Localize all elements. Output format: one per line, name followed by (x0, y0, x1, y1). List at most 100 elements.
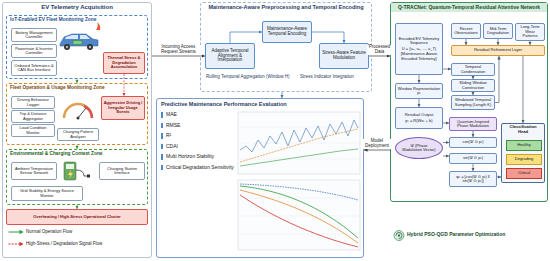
node-title: Recent Observations (454, 27, 479, 36)
class-box: Critical (506, 168, 542, 179)
node-title: Ambient Temperature Sensor Network (14, 167, 55, 176)
node-text: CDAI (161, 144, 234, 150)
process-box: Battery Management Controller (11, 28, 57, 42)
process-box: Residual Refinement Layer (451, 45, 545, 56)
optimizer-icon (394, 231, 404, 241)
node-title: Long-Term Wear Patterns (518, 25, 543, 38)
node-title: Windowed Temporal Sampling (Length K) (454, 98, 493, 107)
legend-swatch (8, 229, 24, 235)
ev-car-icon (89, 46, 91, 48)
node-title: Maintenance-Aware Preprocessing and Temp… (203, 4, 369, 10)
node-text: R² (161, 133, 234, 139)
zone-box: Fleet Operation & Usage Monitoring ZoneD… (6, 83, 148, 145)
speedometer-icon (64, 104, 92, 118)
zone-box: Environmental & Charging Context ZoneAmb… (6, 149, 148, 205)
zone-box: IoT-Enabled EV Fleet Monitoring ZoneBatt… (6, 15, 148, 79)
speedometer-icon (77, 117, 80, 120)
connector (419, 99, 420, 107)
section-panel: EV Telemetry AcquisitionIoT-Enabled EV F… (2, 2, 152, 258)
legend-line (9, 232, 21, 233)
connector (523, 56, 524, 123)
classifier-box: Classification HeadHealthyDegradingCriti… (501, 123, 545, 183)
evaluation-panel: Predictive Maintenance Performance Evalu… (156, 98, 364, 258)
ev-car-icon (60, 22, 100, 50)
node-title: Fleet Operation & Usage Monitoring Zone (10, 85, 144, 90)
error-chart (238, 127, 360, 128)
error-chart (238, 159, 360, 160)
connector (364, 150, 390, 151)
speedometer-icon (78, 108, 86, 118)
legend-arrowhead (20, 230, 24, 234)
degradation-chart (238, 216, 360, 217)
node-title: Overheating / High-Stress Operational Cl… (33, 215, 120, 219)
legend-text: High-Stress / Degradation Signal Flow (26, 242, 102, 247)
node-title: Charging Pattern Analyzer (60, 130, 97, 139)
node-title: Powertrain & Inverter Controller (14, 47, 55, 56)
node-title: Stress-Aware Feature Modulation (322, 51, 367, 61)
process-box: Driving Behaviour Logger (11, 96, 55, 109)
node-text: Multi Horizon Stability (161, 154, 234, 160)
node-title: Load Condition Monitor (14, 126, 53, 135)
node-title: Maintenance-Aware Temporal Encoding (265, 27, 310, 37)
ev-car-icon (66, 46, 68, 48)
process-box: Long-Term Wear Patterns (515, 23, 545, 41)
node-title: Encoded EV Telemetry Sequence (398, 37, 441, 46)
process-box: Recent Observations (451, 23, 481, 39)
connector (473, 164, 474, 171)
process-box: sin(Ψ ⊙ pₜ) (449, 153, 497, 164)
optimizer-icon (394, 231, 404, 241)
ev-car-icon (96, 22, 100, 30)
node-title: Battery Management Controller (14, 31, 55, 40)
legend-entry: Normal Operation Flow (8, 229, 72, 235)
node-title: Aggressive Driving / Irregular Usage Eve… (104, 101, 143, 114)
charger-icon (64, 162, 90, 180)
error-chart (240, 120, 358, 152)
ev-car-icon (65, 35, 78, 39)
charger-icon (66, 164, 74, 169)
error-chart (240, 149, 358, 166)
process-box: φₜ = [cos(Ψ ⊙ pₜ) ‖ sin(Ψ ⊙ pₜ)] (449, 171, 497, 187)
node-text: [Maintenance-Aware Encoded Telemetry] (398, 52, 441, 61)
process-box: Residual Outputpₜ = R(Wxₜ + b) (395, 107, 443, 129)
degradation-chart (240, 190, 358, 243)
node-title: Q-TRACNet: Quantum-Temporal Residual Att… (391, 3, 547, 12)
degradation-chart (238, 180, 360, 250)
legend-line (9, 244, 21, 245)
node-title: Healthy (517, 143, 531, 147)
node-title: Sliding Window Construction (454, 81, 493, 90)
edge-label: Model Deployment (362, 139, 392, 149)
error-chart (238, 112, 360, 174)
node-title: Critical (518, 171, 530, 175)
process-box: cos(Ψ ⊙ pₜ) (449, 137, 497, 148)
connector (419, 75, 420, 83)
node-text: Critical Degradation Sensitivity (161, 165, 234, 171)
node-title: Quantum-Inspired Phase Modulation (452, 120, 495, 129)
legend-text: Normal Operation Flow (26, 230, 72, 235)
ev-car-icon (60, 34, 98, 46)
process-box: Charging Pattern Analyzer (57, 128, 99, 141)
edge-label: Processed Data (367, 45, 393, 55)
speedometer-icon (84, 106, 92, 118)
class-box: Degrading (506, 154, 542, 165)
node-title: IoT-Enabled EV Fleet Monitoring Zone (10, 17, 144, 22)
process-box: Encoded EV Telemetry SequenceU = {u₁, u₂… (395, 23, 443, 75)
node-title: Degrading (515, 157, 533, 161)
node-title: Adaptive Temporal Alignment & Interpolat… (208, 49, 253, 64)
edge-label: Incoming Access Request Streams (156, 45, 202, 55)
process-box: Mid-Term Degradation (483, 23, 513, 39)
node-title: cos(Ψ ⊙ pₜ) (462, 140, 483, 144)
connector (369, 56, 390, 57)
degradation-chart (240, 184, 358, 200)
charger-icon (64, 162, 76, 180)
node-title: Residual Refinement Layer (474, 48, 522, 52)
ev-car-icon (64, 44, 70, 50)
process-box: Adaptive Temporal Alignment & Interpolat… (205, 43, 255, 69)
node-title: Trip & Distance Aggregator (14, 112, 53, 121)
charger-icon (76, 170, 88, 176)
connector (230, 32, 262, 43)
node-title: Mid-Term Degradation (486, 27, 511, 36)
connector (152, 56, 205, 57)
charger-icon (87, 175, 90, 178)
legend-arrowhead (20, 242, 24, 246)
